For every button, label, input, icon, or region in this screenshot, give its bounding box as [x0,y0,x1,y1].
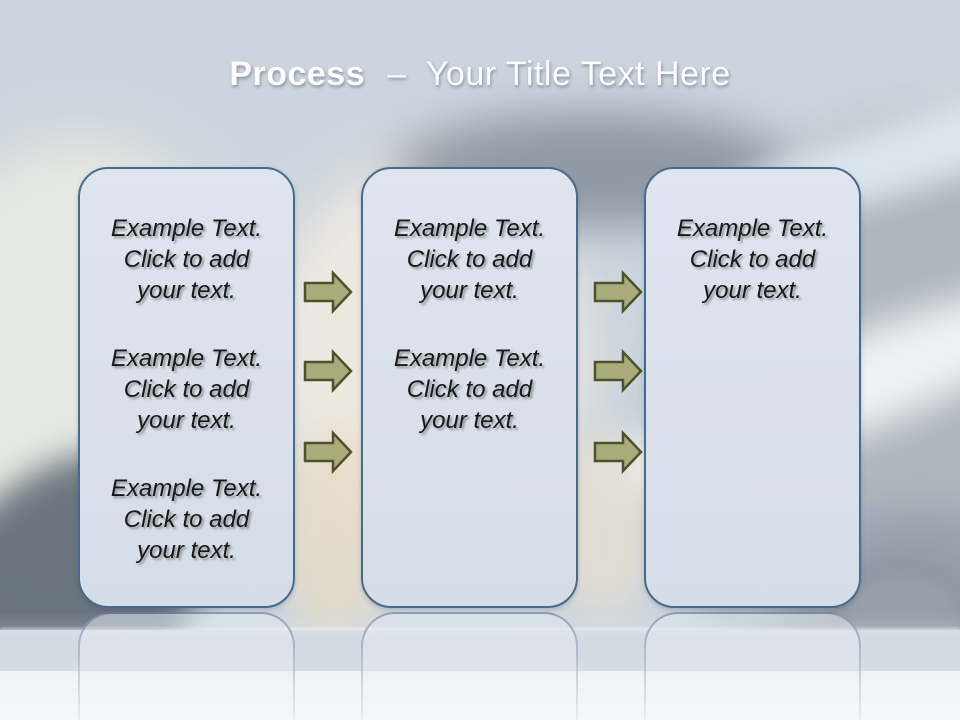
placeholder-text[interactable]: Example Text. Click to add your text. [393,215,546,304]
process-box-1[interactable]: Example Text. Click to add your text. Ex… [78,167,295,608]
placeholder-text[interactable]: Example Text. Click to add your text. [110,215,263,304]
process-box-3[interactable]: Example Text. Click to add your text. [644,167,861,608]
right-arrow-icon [593,349,643,393]
placeholder-text[interactable]: Example Text. Click to add your text. [110,475,263,564]
slide-title[interactable]: Process – Your Title Text Here [0,52,960,96]
process-box-2[interactable]: Example Text. Click to add your text. Ex… [361,167,578,608]
reflection-fade-overlay [0,612,960,720]
right-arrow-icon [303,349,353,393]
right-arrow-icon [593,430,643,474]
placeholder-text[interactable]: Example Text. Click to add your text. [393,345,546,434]
right-arrow-icon [303,430,353,474]
title-bold-text: Process [229,55,366,93]
right-arrow-icon [303,270,353,314]
placeholder-text[interactable]: Example Text. Click to add your text. [110,345,263,434]
title-separator: – [387,55,407,93]
placeholder-text[interactable]: Example Text. Click to add your text. [676,215,829,304]
right-arrow-icon [593,270,643,314]
title-placeholder-text: Your Title Text Here [425,55,731,93]
